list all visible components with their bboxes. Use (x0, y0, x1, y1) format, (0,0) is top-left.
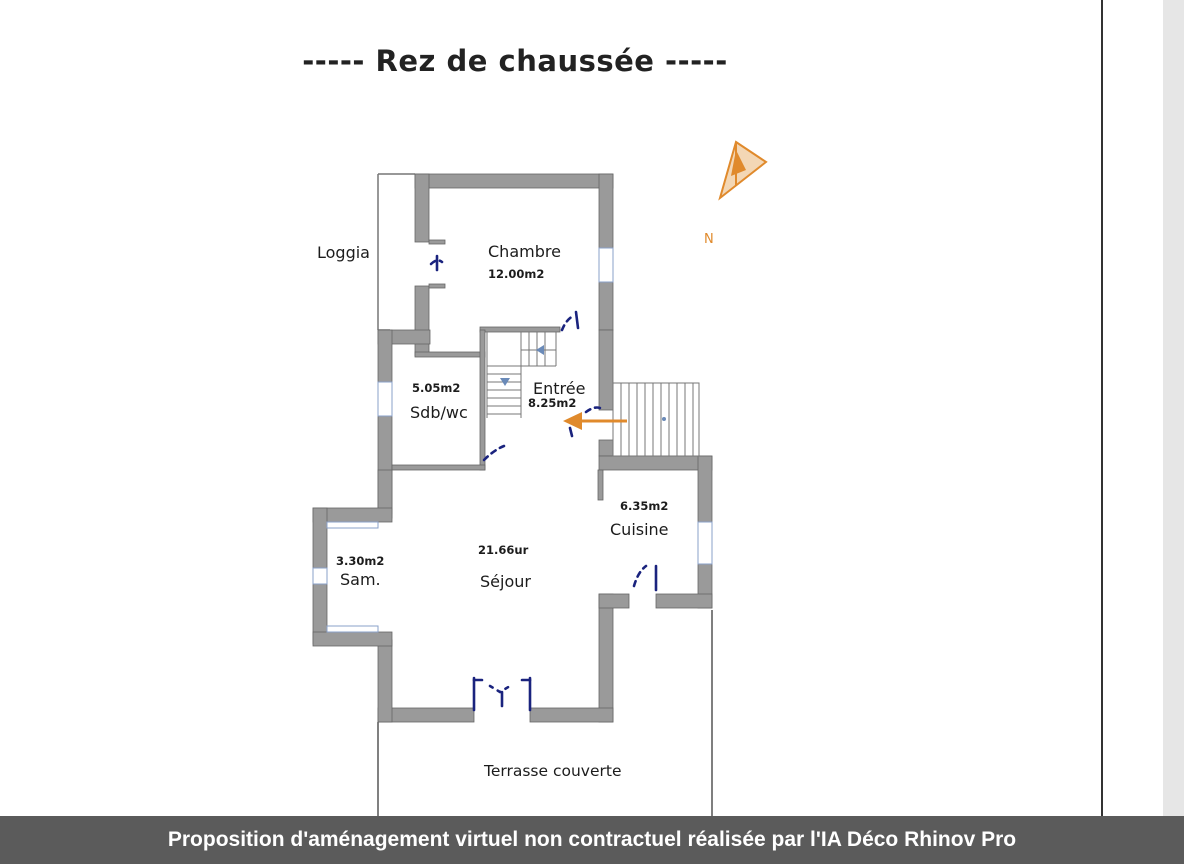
wall-sejour-left-lower (377, 639, 393, 723)
page-edge-line (1101, 0, 1103, 820)
wall-cuisine-left (597, 469, 604, 501)
room-loggia-name: Loggia (317, 243, 370, 262)
wall-door-stub-b (428, 283, 446, 289)
wall-sdb-left-upper (377, 329, 393, 383)
wall-sejour-right-cap (598, 593, 630, 609)
wall-sdb-right (479, 329, 486, 471)
room-sdb-name: Sdb/wc (410, 403, 468, 422)
wall-entree-top (479, 326, 561, 333)
wall-cuisine-top (598, 455, 713, 471)
windows (312, 247, 713, 633)
wall-chambre-left-lower (414, 285, 430, 357)
interior-stairs (486, 332, 557, 418)
wall-cuisine-right-upper (697, 455, 713, 523)
compass-icon (718, 140, 768, 201)
room-cuisine-name: Cuisine (610, 520, 669, 539)
wall-sejour-bottom-right (529, 707, 614, 723)
wall-chambre-bottom (414, 351, 486, 358)
terrasse-outline (377, 610, 713, 820)
wall-sejour-left-upper (377, 469, 393, 515)
room-cuisine-area: 6.35m2 (620, 499, 669, 513)
loggia-outline (377, 173, 415, 331)
room-entree-name: Entrée (533, 379, 586, 398)
wall-sdb-bottom (391, 464, 486, 471)
wall-door-stub-a (428, 239, 446, 245)
wall-entree-right-lower (598, 439, 614, 457)
wall-entree-right-upper (598, 329, 614, 411)
wall-sam-left-upper (312, 507, 328, 569)
wall-sam-bottom (312, 631, 393, 647)
room-sam-area: 3.30m2 (336, 554, 385, 568)
room-sam-name: Sam. (340, 570, 381, 589)
room-sejour-area: 21.66ur (478, 543, 529, 557)
entrance-arrow (563, 412, 627, 430)
disclaimer-footer: Proposition d'aménagement virtuel non co… (0, 816, 1184, 864)
walls (312, 173, 713, 723)
wall-cuisine-bottom (655, 593, 713, 609)
room-sejour-name: Séjour (480, 572, 531, 591)
wall-sejour-right (598, 593, 614, 723)
compass-north-label: N (704, 232, 714, 247)
room-terrasse-name: Terrasse couverte (484, 762, 622, 780)
wall-chambre-left-upper (414, 173, 430, 243)
wall-chambre-right-upper (598, 173, 614, 249)
room-entree-area: 8.25m2 (528, 396, 577, 410)
room-sdb-area: 5.05m2 (412, 381, 461, 395)
disclaimer-text: Proposition d'aménagement virtuel non co… (167, 828, 1017, 851)
wall-chambre-top (414, 173, 614, 189)
doors (429, 254, 658, 712)
room-chambre-area: 12.00m2 (488, 267, 545, 281)
wall-chambre-right-lower (598, 281, 614, 331)
page-edge-strip (1163, 0, 1184, 820)
room-chambre-name: Chambre (488, 242, 561, 261)
exterior-stairs (612, 382, 700, 457)
page-title: ----- Rez de chaussée ----- (302, 44, 728, 78)
